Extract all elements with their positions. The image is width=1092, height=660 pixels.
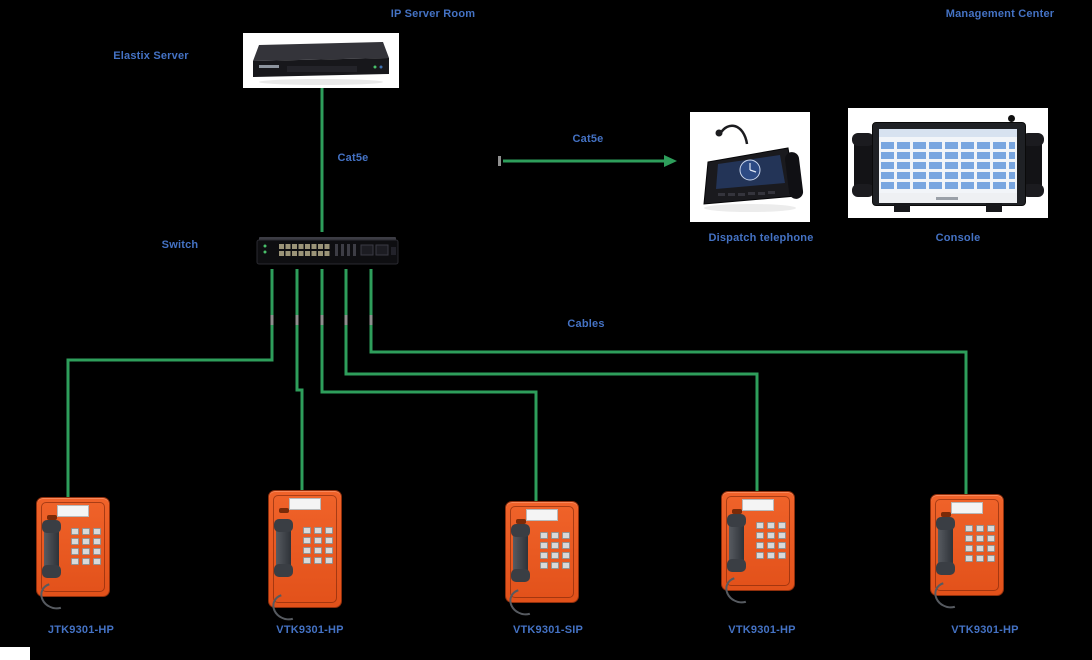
- camera-icon: [1008, 115, 1015, 122]
- label-cables: Cables: [567, 318, 605, 330]
- cable-to-phone-2: [295, 269, 304, 492]
- cable-to-phone-5: [369, 269, 968, 495]
- keypad-icon: [965, 525, 995, 567]
- rack-server-image: [243, 33, 399, 88]
- label-switch: Switch: [161, 239, 199, 251]
- label-phone-2: VTK9301-HP: [276, 624, 344, 636]
- background-artifact: [0, 647, 30, 660]
- dispatch-telephone-image: [690, 112, 810, 222]
- dispatch-telephone-icon: [703, 124, 804, 212]
- handset-icon: [727, 514, 746, 572]
- handset-icon: [936, 517, 955, 575]
- phone-nameplate: [289, 498, 321, 510]
- label-phone-4: VTK9301-HP: [728, 624, 796, 636]
- phone-panel: [41, 502, 105, 592]
- label-dispatch-phone: Dispatch telephone: [708, 232, 814, 244]
- weatherproof-telephone-image: [504, 501, 579, 621]
- console-right-handset-icon: [1022, 133, 1044, 197]
- label-management-center: Management Center: [945, 8, 1055, 20]
- phone-panel: [510, 506, 574, 598]
- console-left-handset-icon: [852, 133, 874, 197]
- cable-to-phone-4: [344, 269, 759, 492]
- arrowhead-icon: [664, 155, 677, 167]
- weatherproof-telephone-image: [267, 490, 342, 626]
- handset-icon: [42, 520, 61, 578]
- phone-nameplate: [951, 502, 983, 514]
- keypad-icon: [540, 532, 570, 574]
- console-logo: [936, 197, 958, 200]
- console-foot: [986, 203, 1002, 212]
- phone-nameplate: [57, 505, 89, 517]
- keypad-icon: [71, 528, 101, 570]
- weatherproof-telephone-image: [929, 494, 1004, 614]
- label-server-room: IP Server Room: [390, 8, 476, 20]
- keypad-icon: [303, 527, 333, 569]
- handset-hook-icon: [47, 515, 57, 520]
- console-dss-keys: [881, 139, 1015, 189]
- handset-hook-icon: [279, 508, 289, 513]
- label-console: Console: [935, 232, 981, 244]
- phone-panel: [935, 499, 999, 591]
- network-switch-image: [255, 232, 400, 270]
- handset-hook-icon: [732, 509, 742, 514]
- handset-hook-icon: [941, 512, 951, 517]
- cable-markers: [270, 156, 501, 325]
- rack-server-icon: [253, 42, 389, 85]
- handset-hook-icon: [516, 519, 526, 524]
- network-switch-icon: [256, 237, 399, 265]
- console-foot: [894, 203, 910, 212]
- phone-panel: [726, 496, 790, 586]
- phone-nameplate: [526, 509, 558, 521]
- phone-panel: [273, 495, 337, 603]
- handset-icon: [511, 524, 530, 582]
- cable-to-phone-3: [320, 269, 538, 502]
- weatherproof-telephone-image: [35, 497, 110, 615]
- dispatch-console-image: [848, 108, 1048, 218]
- label-phone-1: JTK9301-HP: [47, 624, 115, 636]
- label-phone-3: VTK9301-SIP: [512, 624, 584, 636]
- console-screen-header: [879, 129, 1017, 137]
- phone-nameplate: [742, 499, 774, 511]
- label-cable-server-switch: Cat5e: [337, 152, 369, 164]
- label-phone-5: VTK9301-HP: [951, 624, 1019, 636]
- label-cable-dispatch: Cat5e: [572, 133, 604, 145]
- cable-to-phone-1: [66, 269, 274, 498]
- handset-icon: [274, 519, 293, 577]
- weatherproof-telephone-image: [720, 491, 795, 609]
- label-server: Elastix Server: [113, 50, 189, 62]
- keypad-icon: [756, 522, 786, 564]
